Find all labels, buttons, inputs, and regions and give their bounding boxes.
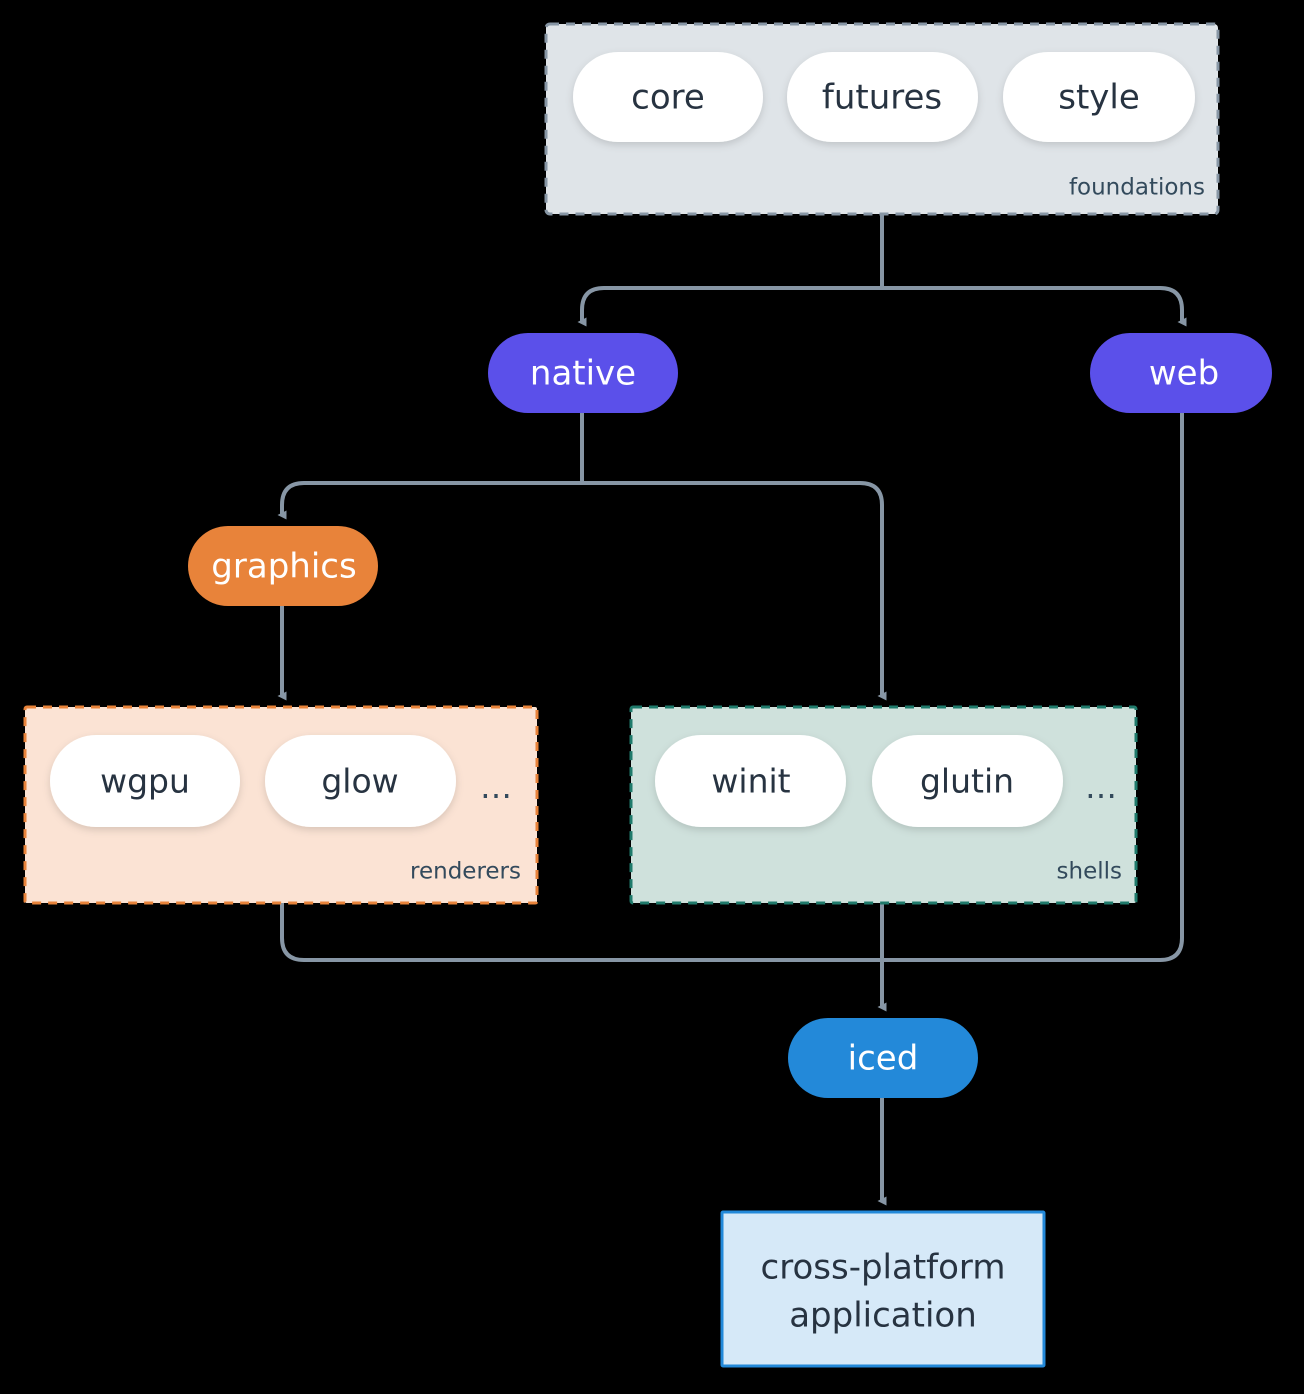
pill-winit-label: winit [711, 762, 790, 801]
pill-futures[interactable] [787, 52, 978, 142]
node-native[interactable]: native [488, 333, 678, 413]
node-web-shape[interactable] [1090, 333, 1272, 413]
pill-glutin[interactable] [872, 735, 1063, 827]
node-web-label: web [1149, 354, 1219, 394]
pill-wgpu[interactable] [50, 735, 240, 827]
pill-futures-label: futures [822, 78, 942, 118]
node-native-label: native [530, 354, 636, 394]
group-renderers: wgpu glow … renderers [23, 705, 539, 905]
node-graphics-label: graphics [211, 547, 356, 587]
edge-native-to-shells [582, 481, 887, 701]
node-iced-shape[interactable] [788, 1018, 978, 1098]
shells-ellipsis: … [1085, 768, 1117, 806]
node-iced[interactable]: iced [788, 1018, 978, 1098]
edge-foundations-to-web [882, 286, 1187, 327]
group-shells: winit glutin … shells [629, 705, 1138, 905]
node-application[interactable]: cross-platform application [720, 1210, 1046, 1368]
node-application-label-line1: cross-platform [761, 1248, 1006, 1288]
pill-glow[interactable] [265, 735, 456, 827]
edge-foundations-to-native [577, 286, 882, 327]
node-graphics[interactable]: graphics [188, 526, 378, 606]
group-shells-caption: shells [1057, 859, 1122, 885]
node-application-shape[interactable] [720, 1210, 1046, 1368]
edge-renderers-to-iced [280, 903, 882, 962]
pill-glutin-label: glutin [920, 762, 1014, 801]
pill-glow-label: glow [321, 762, 398, 801]
pill-winit[interactable] [655, 735, 846, 827]
node-native-shape[interactable] [488, 333, 678, 413]
renderers-ellipsis: … [480, 768, 512, 806]
node-iced-label: iced [848, 1039, 919, 1079]
edge-web-to-iced [882, 413, 1184, 962]
pill-style-label: style [1058, 78, 1140, 118]
pill-core-label: core [631, 78, 705, 118]
group-foundations-caption: foundations [1069, 175, 1205, 201]
pill-core[interactable] [573, 52, 763, 142]
pill-wgpu-label: wgpu [100, 762, 190, 801]
node-application-label-line2: application [789, 1296, 977, 1336]
group-renderers-caption: renderers [410, 859, 521, 885]
node-graphics-shape[interactable] [188, 526, 378, 606]
edge-layer [277, 214, 1187, 1206]
node-web[interactable]: web [1090, 333, 1272, 413]
group-foundations: core futures style foundations [544, 22, 1220, 216]
pill-style[interactable] [1003, 52, 1195, 142]
edge-native-to-graphics [277, 481, 582, 520]
